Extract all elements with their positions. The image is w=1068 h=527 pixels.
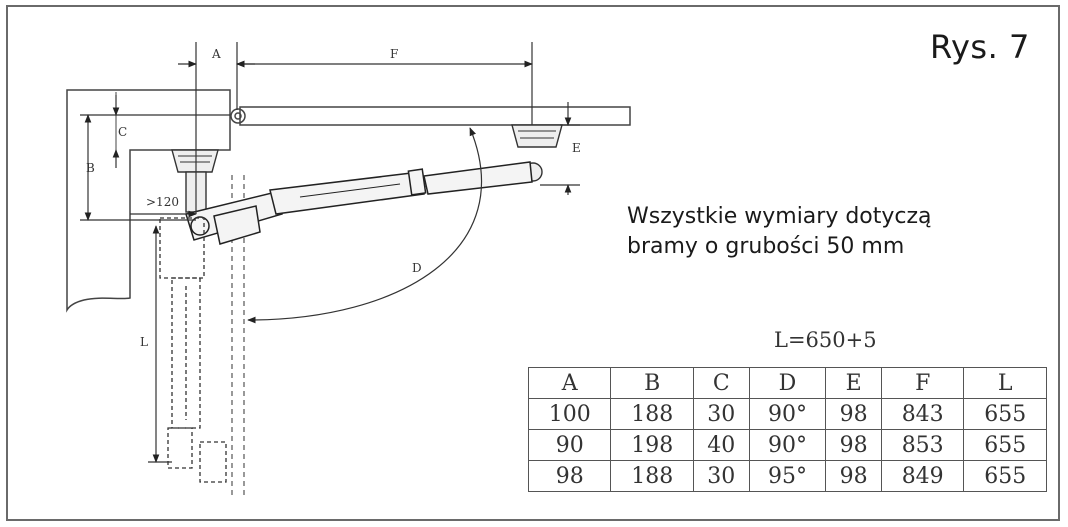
dim-label-f: F <box>390 47 398 61</box>
table-row: 90 198 40 90° 98 853 655 <box>527 429 1047 461</box>
length-formula: L=650+5 <box>774 328 877 352</box>
table-header-cell: B <box>610 367 694 399</box>
dimension-lines <box>80 42 580 463</box>
table-cell: 98 <box>527 460 612 492</box>
table-cell: 90° <box>748 429 827 461</box>
table-cell: 188 <box>610 460 694 492</box>
dimensions-table: A B C D E F L 100 188 30 90° 98 843 655 … <box>527 367 1047 492</box>
table-header-cell: E <box>825 367 882 399</box>
dim-label-b: B <box>86 161 95 175</box>
dim-label-d: D <box>412 261 422 275</box>
actuator-closed <box>159 217 227 483</box>
table-cell: 98 <box>825 398 882 430</box>
table-row: 98 188 30 95° 98 849 655 <box>527 460 1047 492</box>
dimensions-note-line1: Wszystkie wymiary dotyczą <box>627 204 932 229</box>
table-cell: 849 <box>880 460 965 492</box>
table-cell: 100 <box>527 398 612 430</box>
table-header-cell: C <box>692 367 750 399</box>
table-cell: 198 <box>610 429 694 461</box>
table-row: 100 188 30 90° 98 843 655 <box>527 398 1047 430</box>
table-cell: 655 <box>963 429 1047 461</box>
table-cell: 655 <box>963 398 1047 430</box>
table-cell: 30 <box>692 398 750 430</box>
table-header-row: A B C D E F L <box>527 367 1047 399</box>
table-cell: 98 <box>825 460 882 492</box>
dim-label-l: L <box>140 335 148 349</box>
table-cell: 655 <box>963 460 1047 492</box>
table-cell: 40 <box>692 429 750 461</box>
dim-label-c: C <box>118 125 127 139</box>
actuator-open <box>185 161 533 245</box>
table-header-cell: F <box>880 367 965 399</box>
table-cell: 188 <box>610 398 694 430</box>
table-cell: 843 <box>880 398 965 430</box>
dimensions-note: Wszystkie wymiary dotyczą bramy o gruboś… <box>627 202 932 262</box>
swing-arc <box>247 127 483 324</box>
table-cell: 95° <box>748 460 827 492</box>
table-header-cell: D <box>748 367 827 399</box>
figure-label: Rys. 7 <box>930 28 1030 66</box>
table-cell: 90° <box>748 398 827 430</box>
table-cell: 853 <box>880 429 965 461</box>
table-header-cell: A <box>527 367 612 399</box>
table-cell: 30 <box>692 460 750 492</box>
dim-label-min-clearance: >120 <box>146 195 179 209</box>
table-cell: 98 <box>825 429 882 461</box>
dim-label-e: E <box>572 141 581 155</box>
table-cell: 90 <box>527 429 612 461</box>
gate-leaf <box>230 106 631 126</box>
dimensions-note-line2: bramy o grubości 50 mm <box>627 234 905 259</box>
dim-label-a: A <box>211 47 221 61</box>
table-header-cell: L <box>963 367 1047 399</box>
